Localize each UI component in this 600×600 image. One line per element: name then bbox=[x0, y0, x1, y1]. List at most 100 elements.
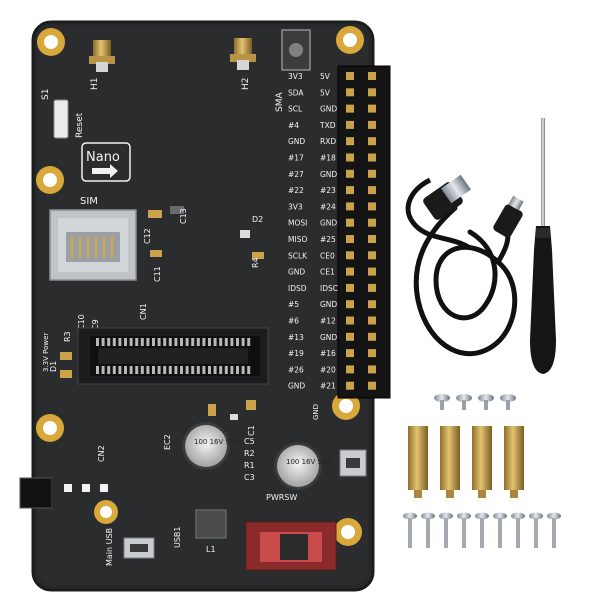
mounting-hole-mid-left bbox=[36, 166, 64, 194]
standoff-thread bbox=[446, 490, 454, 498]
gpio-label-left: #13 bbox=[288, 333, 304, 342]
pcie-pin bbox=[96, 366, 99, 374]
gpio-pin bbox=[346, 186, 354, 195]
gpio-pin bbox=[368, 202, 376, 211]
gpio-pin bbox=[368, 251, 376, 260]
standoff bbox=[472, 426, 492, 490]
pcie-pin bbox=[140, 338, 144, 346]
gpio-label-right: IDSC bbox=[320, 284, 338, 293]
gpio-pin bbox=[368, 300, 376, 309]
power-switch[interactable] bbox=[245, 521, 337, 571]
gpio-label-right: GND bbox=[320, 333, 337, 342]
sma-pad bbox=[281, 29, 311, 71]
pcie-pin bbox=[219, 338, 223, 346]
gpio-pin bbox=[346, 202, 354, 211]
pcie-pin bbox=[152, 338, 155, 346]
gpio-pin bbox=[346, 88, 354, 97]
pcie-pin bbox=[112, 366, 116, 374]
standoff-thread bbox=[510, 490, 518, 498]
pcie-pin bbox=[241, 366, 245, 374]
pcie-pin bbox=[219, 366, 223, 374]
pcie-pin bbox=[191, 366, 195, 374]
gpio-pin bbox=[346, 300, 354, 309]
long-screw-shaft bbox=[462, 518, 466, 548]
antenna-connector-h1 bbox=[89, 40, 115, 72]
pcie-pin bbox=[135, 366, 139, 374]
pcie-pin bbox=[129, 366, 133, 374]
small-screw-shaft bbox=[440, 400, 444, 410]
sim-card-slot[interactable] bbox=[49, 209, 137, 281]
nano-sim-badge: Nano bbox=[81, 142, 131, 182]
pcie-pin bbox=[191, 338, 195, 346]
pcie-pin bbox=[196, 366, 200, 374]
pcie-pin bbox=[135, 338, 139, 346]
cap-left-text: 100 16V SVK bbox=[194, 438, 240, 446]
gpio-pin bbox=[346, 349, 354, 358]
reset-button[interactable] bbox=[53, 99, 69, 139]
gpio-pin bbox=[368, 169, 376, 178]
gpio-label-right: RXD bbox=[320, 137, 336, 146]
pcie-pin bbox=[146, 338, 150, 346]
pcie-pin bbox=[247, 366, 251, 374]
pcie-pin bbox=[196, 338, 200, 346]
pcie-pin bbox=[118, 366, 122, 374]
gpio-pin bbox=[346, 267, 354, 276]
pcie-pin bbox=[213, 366, 217, 374]
gpio-pin bbox=[346, 283, 354, 292]
gpio-label-left: #6 bbox=[288, 317, 299, 326]
pcie-pin bbox=[208, 366, 211, 374]
gpio-header[interactable] bbox=[337, 65, 391, 399]
long-screw-head bbox=[475, 512, 489, 520]
gpio-label-right: TXD bbox=[319, 121, 336, 130]
small-screw-head bbox=[456, 394, 472, 402]
label-r1: R1 bbox=[244, 461, 255, 470]
mini-pcie-slot[interactable] bbox=[77, 327, 269, 385]
pcie-pin bbox=[202, 338, 206, 346]
gpio-pin bbox=[346, 251, 354, 260]
pcie-pin bbox=[208, 338, 211, 346]
pcie-pin bbox=[224, 366, 228, 374]
audio-jack[interactable] bbox=[19, 477, 76, 509]
gpio-label-right: #12 bbox=[320, 317, 336, 326]
standoff-thread bbox=[414, 490, 422, 498]
label-usb1: USB1 bbox=[173, 526, 182, 548]
pcie-pin bbox=[213, 338, 217, 346]
gpio-pin bbox=[368, 137, 376, 146]
power-usb-port[interactable] bbox=[339, 449, 367, 477]
pcie-pin bbox=[112, 338, 116, 346]
gpio-label-left: SCLK bbox=[288, 251, 308, 260]
inductor-l1: L1 bbox=[195, 509, 227, 554]
pcie-pin bbox=[180, 338, 183, 346]
small-screw-shaft bbox=[506, 400, 510, 410]
label-sma: SMA bbox=[275, 92, 285, 112]
gpio-label-left: SDA bbox=[288, 88, 304, 97]
gpio-label-right: #24 bbox=[320, 202, 336, 211]
long-screw-shaft bbox=[516, 518, 520, 548]
gpio-pin bbox=[346, 365, 354, 374]
mounting-hole-top-left bbox=[37, 28, 65, 56]
gpio-pin bbox=[368, 186, 376, 195]
long-screw-head bbox=[421, 512, 435, 520]
gpio-pin bbox=[346, 120, 354, 129]
label-c5: C5 bbox=[244, 437, 255, 446]
capacitor-ec1: 100 16V SVK bbox=[274, 442, 332, 490]
gpio-label-left: #27 bbox=[288, 170, 304, 179]
gpio-pin bbox=[368, 72, 376, 80]
pcie-pin bbox=[180, 366, 183, 374]
label-c12: C12 bbox=[143, 228, 152, 244]
label-c13: C13 bbox=[179, 208, 188, 224]
pcie-pin bbox=[185, 366, 189, 374]
capacitor-ec2: 100 16V SVK bbox=[182, 422, 240, 470]
label-r2: R2 bbox=[244, 449, 255, 458]
gpio-pin bbox=[368, 283, 376, 292]
gpio-pin bbox=[368, 316, 376, 325]
main-usb-port[interactable] bbox=[123, 537, 155, 559]
small-screw-head bbox=[478, 394, 494, 402]
label-c1: C1 bbox=[247, 425, 256, 436]
long-screw-shaft bbox=[408, 518, 412, 548]
mounting-hole-lower-right bbox=[332, 392, 360, 420]
pcie-pin bbox=[236, 338, 239, 346]
gpio-label-right: CE1 bbox=[320, 268, 335, 277]
small-screws bbox=[434, 394, 516, 410]
